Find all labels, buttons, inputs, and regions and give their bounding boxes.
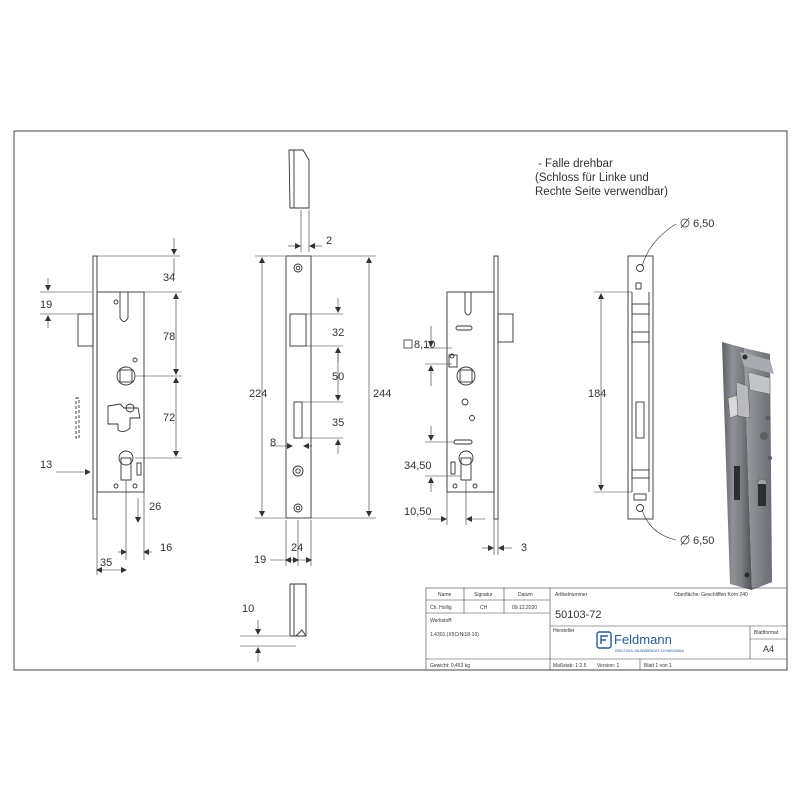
dim-26: 26 xyxy=(149,501,161,513)
tb-version: Version: 1 xyxy=(597,663,619,669)
dim-24: 24 xyxy=(291,542,303,554)
diameter-symbol-top xyxy=(680,218,690,228)
tb-gewicht: Gewicht: 0,453 kg xyxy=(430,663,470,669)
dim-244: 244 xyxy=(373,388,391,400)
tb-datum: 09.12.2020 xyxy=(512,605,537,611)
tb-hersteller-label: Hersteller xyxy=(553,628,575,634)
tb-header-oberflaeche: Oberfläche: Geschliffen Korn 240 xyxy=(674,592,748,598)
view3-dimension-texts: 8,10 34,50 10,50 3 xyxy=(403,339,527,554)
diameter-symbol-bottom xyxy=(680,535,690,545)
dim-10: 10 xyxy=(242,603,254,615)
view3-dimension-lines xyxy=(425,326,512,555)
dim-32: 32 xyxy=(332,327,344,339)
view-lock-body-front xyxy=(75,255,145,520)
lock-3d-render xyxy=(722,342,774,590)
dim-19: 19 xyxy=(40,299,52,311)
dim-34: 34 xyxy=(163,272,175,284)
tb-blattformat-value: A4 xyxy=(763,644,774,654)
notes-block: - Falle drehbar (Schloss für Linke und R… xyxy=(535,158,668,198)
tb-blatt: Blatt 1 von 1 xyxy=(644,663,672,669)
view-lock-body-back xyxy=(446,255,514,520)
dim-184: 184 xyxy=(588,388,606,400)
tb-header-datum: Datum xyxy=(518,592,533,598)
sheet-frame xyxy=(13,130,788,671)
dim-dia-6-50-top: 6,50 xyxy=(693,218,714,230)
tb-werkstoff-value: 1.4301 (X5CrNi18-10) xyxy=(430,632,479,638)
title-block-texts: Name Signatur Datum Artikelnummer Oberfl… xyxy=(430,592,779,669)
feldmann-logo-icon xyxy=(596,631,612,649)
note-line-1: - Falle drehbar xyxy=(538,158,613,170)
dim-8: 8 xyxy=(270,437,276,449)
dim-72: 72 xyxy=(163,412,175,424)
dim-10-50: 10,50 xyxy=(404,506,432,518)
view4-dimension-texts: 6,50 184 6,50 xyxy=(588,217,714,547)
tb-artikelnummer: 50103-72 xyxy=(555,609,602,621)
tb-brand: Feldmann xyxy=(614,632,672,647)
dim-34-50: 34,50 xyxy=(404,460,432,472)
view2-dimension-texts: 2 32 224 244 50 35 8 19 24 10 xyxy=(242,235,391,615)
dim-13: 13 xyxy=(40,459,52,471)
dim-35b: 35 xyxy=(332,417,344,429)
note-line-3: Rechte Seite verwendbar) xyxy=(535,186,668,198)
note-line-2: (Schloss für Linke und xyxy=(535,172,649,184)
dim-50: 50 xyxy=(332,371,344,383)
tb-header-name: Name xyxy=(438,592,452,598)
tb-header-artikelnummer: Artikelnummer xyxy=(555,592,588,598)
dim-78: 78 xyxy=(163,331,175,343)
tb-werkstoff-label: Werkstoff: xyxy=(430,618,452,624)
dim-dia-6-50-bottom: 6,50 xyxy=(693,535,714,547)
square-symbol xyxy=(403,339,413,349)
dim-8-10: 8,10 xyxy=(414,339,435,351)
dim-35: 35 xyxy=(100,557,112,569)
dim-224: 224 xyxy=(249,388,267,400)
view1-dimension-texts: 34 19 78 72 13 26 16 35 xyxy=(40,272,175,569)
view-faceplate-side xyxy=(627,255,654,520)
title-block xyxy=(425,587,788,671)
tb-blattformat-label: Blattformat xyxy=(754,630,779,636)
view4-dimension-lines xyxy=(594,223,677,541)
dim-16: 16 xyxy=(160,542,172,554)
tb-signatur: CH xyxy=(480,605,488,611)
view1-dimension-lines xyxy=(40,238,182,575)
tb-name: Ch. Hollig xyxy=(430,605,452,611)
dim-19b: 19 xyxy=(254,554,266,566)
tb-header-signatur: Signatur xyxy=(474,592,493,598)
dim-3: 3 xyxy=(521,542,527,554)
dim-2: 2 xyxy=(326,235,332,247)
view-faceplate-front xyxy=(285,149,312,637)
view2-dimension-lines xyxy=(240,210,376,662)
tb-massstab: Maßstab: 1:2.5 xyxy=(553,663,587,669)
tb-tagline: EDELSTAHL HALBFABRIKATE SCHWEISSBAU xyxy=(615,649,685,653)
